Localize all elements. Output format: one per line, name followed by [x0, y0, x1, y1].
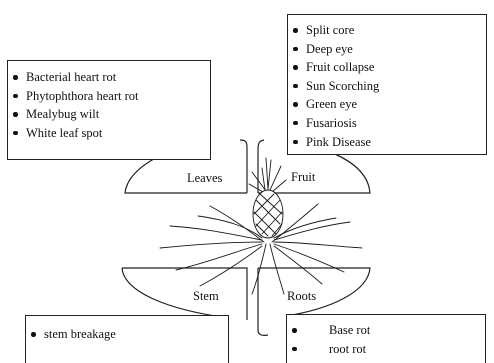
fruit-label: Fruit	[291, 170, 315, 185]
leaves-label: Leaves	[187, 171, 222, 186]
fruit-disease-item: Fruit collapse	[288, 58, 486, 77]
fruit-disease-item: Green eye	[288, 95, 486, 114]
roots-label: Roots	[287, 289, 316, 304]
fruit-disease-item: Sun Scorching	[288, 77, 486, 96]
roots-disease-box: Base rot root rot	[286, 314, 486, 363]
leaves-disease-box: Bacterial heart rot Phytophthora heart r…	[7, 60, 211, 160]
stem-arc	[122, 268, 247, 320]
leaves-disease-item: Mealybug wilt	[8, 105, 210, 124]
fruit-disease-item: Split core	[288, 21, 486, 40]
fruit-disease-item: Fusariosis	[288, 114, 486, 133]
roots-disease-item: root rot	[287, 340, 485, 359]
leaves-disease-item: White leaf spot	[8, 124, 210, 143]
stem-label: Stem	[193, 289, 219, 304]
stem-disease-box: stem breakage	[25, 315, 229, 363]
fruit-disease-item: Pink Disease	[288, 133, 486, 152]
leaves-disease-item: Bacterial heart rot	[8, 68, 210, 87]
stem-disease-item: stem breakage	[26, 325, 228, 344]
fruit-disease-item: Deep eye	[288, 40, 486, 59]
fruit-disease-box: Split core Deep eye Fruit collapse Sun S…	[287, 14, 487, 155]
leaves-disease-item: Phytophthora heart rot	[8, 87, 210, 106]
roots-disease-item: Base rot	[287, 321, 485, 340]
